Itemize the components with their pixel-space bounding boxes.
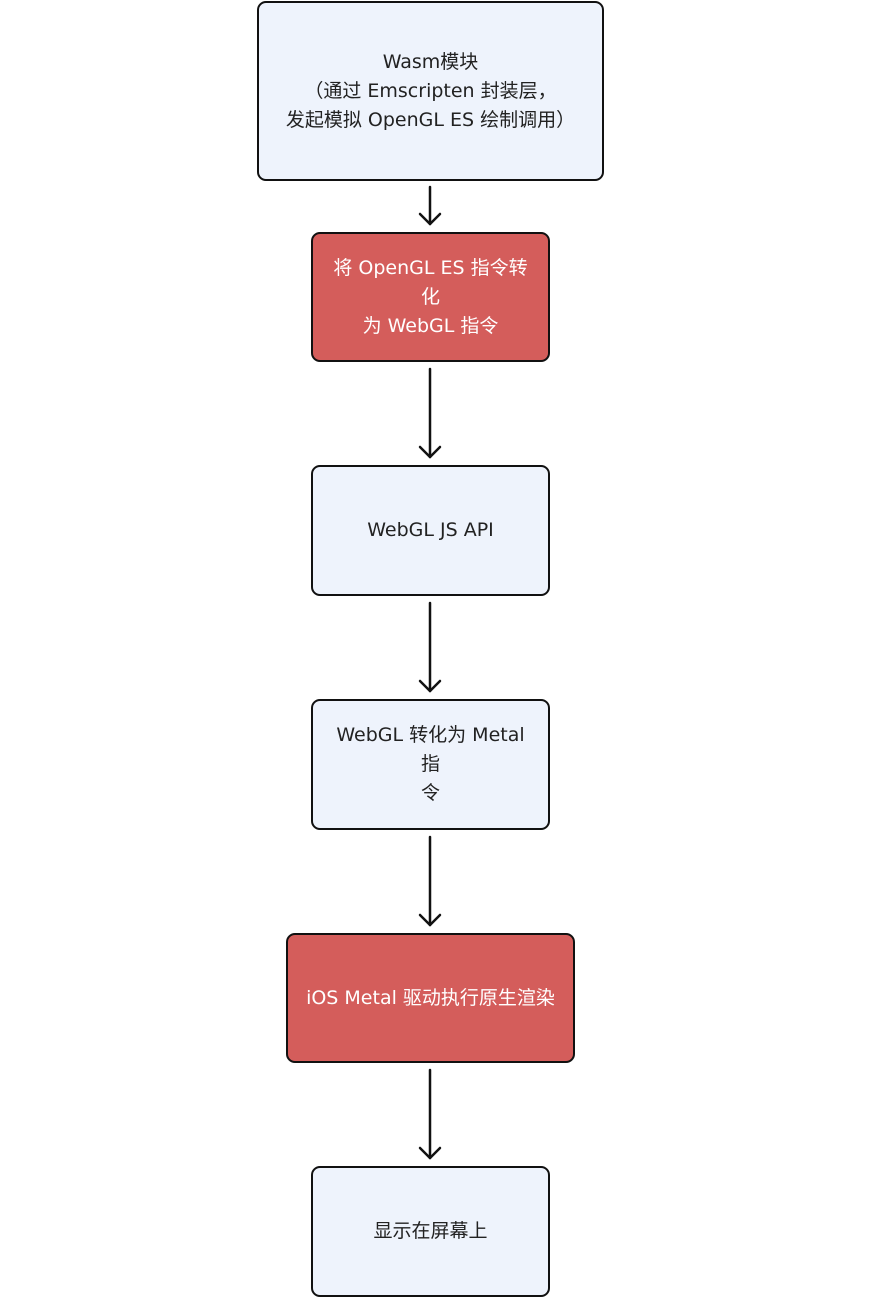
node-convert-opengl-es: 将 OpenGL ES 指令转化 为 WebGL 指令: [311, 232, 550, 362]
edge-ios-to-display: [418, 1068, 442, 1160]
node-wasm-module: Wasm模块 （通过 Emscripten 封装层， 发起模拟 OpenGL E…: [257, 1, 604, 181]
edge-metal-to-ios: [418, 835, 442, 927]
edge-convert-to-webgl-api: [418, 367, 442, 459]
node-webgl-to-metal: WebGL 转化为 Metal 指 令: [311, 699, 550, 830]
node-webgl-js-api: WebGL JS API: [311, 465, 550, 596]
edge-wasm-to-convert: [418, 185, 442, 226]
node-display-on-screen: 显示在屏幕上: [311, 1166, 550, 1297]
edge-webgl-api-to-metal: [418, 601, 442, 693]
node-ios-metal-render: iOS Metal 驱动执行原生渲染: [286, 933, 575, 1063]
